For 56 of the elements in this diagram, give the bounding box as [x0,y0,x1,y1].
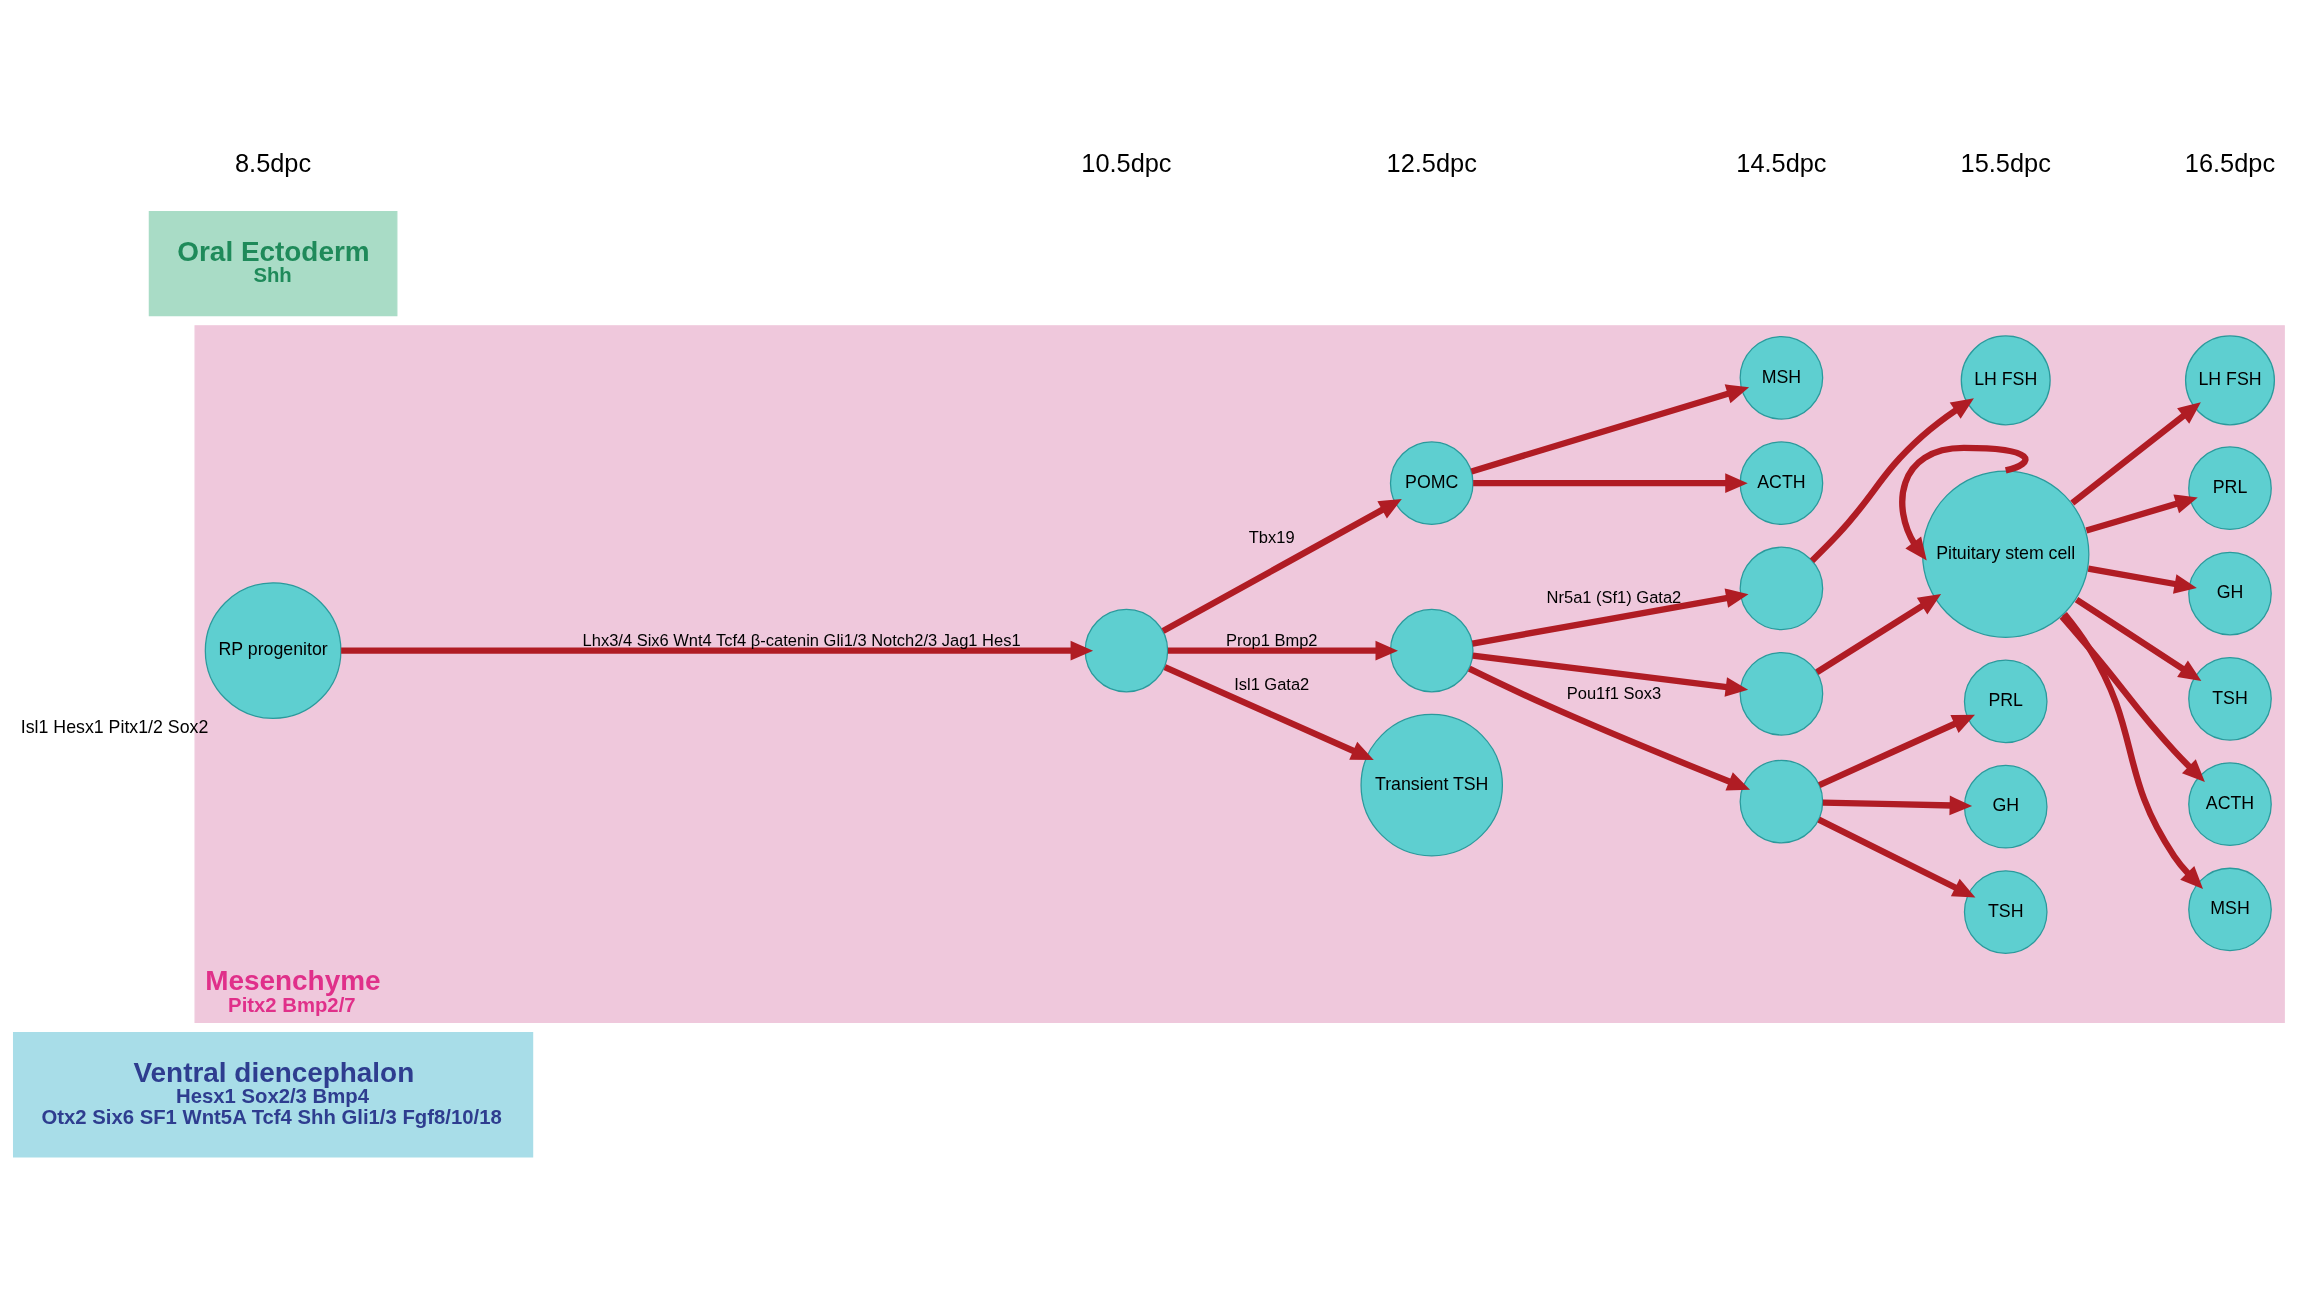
arrow [1470,384,1750,475]
node-circle [1739,546,1824,631]
arrow [1809,398,1974,563]
node-box: Oral Ectoderm Shh [148,210,398,317]
node-circle: TSH [1963,870,2048,954]
label: 15.5dpc [1960,149,2051,178]
arrow [341,640,1094,661]
arrow [1467,665,1751,791]
arrow [2074,596,2202,681]
node-circle: TSH [2188,656,2272,741]
node-circle: PRL [2188,446,2272,531]
arrow [1163,664,1374,760]
edge-label: Nr5a1 (Sf1) Gata2 [1546,587,1682,606]
node-circle [1739,759,1824,844]
arrow [1815,594,1942,675]
arrow [2070,402,2201,506]
node-circle: MSH [2188,867,2272,952]
label: 12.5dpc [1386,149,1477,178]
arrow [2059,614,2205,783]
edge-label: Tbx19 [1248,528,1295,547]
arrow [1167,640,1398,661]
node-circle: ACTH [2188,762,2272,847]
label: 10.5dpc [1081,149,1172,178]
label: 14.5dpc [1736,149,1827,178]
node-circle [1389,608,1474,693]
arrow [2087,565,2197,594]
node-circle: MSH [1739,335,1824,420]
label: 8.5dpc [235,149,312,178]
arrow [2061,612,2204,889]
edge-label: Lhx3/4 Six6 Wnt4 Tcf4 β-catenin Gli1/3 Notch2/3 Jag1 Hes1 [582,631,1021,650]
node-circle [1084,608,1169,693]
node-circle: PRL [1963,659,2048,744]
node-circle: LH FSH [1960,335,2051,426]
label: 16.5dpc [2184,149,2276,178]
arrow [1818,714,1975,788]
node-circle: LH FSH [2184,335,2276,426]
node-circle: Transient TSH [1360,713,1504,857]
node-circle: GH [1963,764,2048,849]
node-circle: Pituitary stem cell [1921,470,2090,638]
arrow [1471,588,1749,647]
arrow [1472,652,1749,697]
node-circle [1739,651,1824,736]
node-box: Ventral diencephalon Hesx1 Sox2/3 Bmp4 Otx2 Six6 SF1 Wnt5A Tcf4 Shh Gli1/3 Fgf8/10/18 [12,1031,534,1158]
arrow [1899,444,2029,561]
arrow [1161,499,1402,634]
arrow [1473,473,1748,493]
node-circle: POMC [1389,441,1474,525]
arrow [1822,795,1973,816]
edge-label: Pou1f1 Sox3 [1566,684,1662,703]
edge-label: Isl1 Gata2 [1234,675,1310,694]
node-circle: RP progenitor [204,582,342,720]
arrow [2085,494,2198,534]
arrow [1817,816,1976,898]
edge-label: Prop1 Bmp2 [1225,631,1318,650]
node-circle: GH [2188,551,2272,636]
node-circle: ACTH [1739,441,1824,525]
